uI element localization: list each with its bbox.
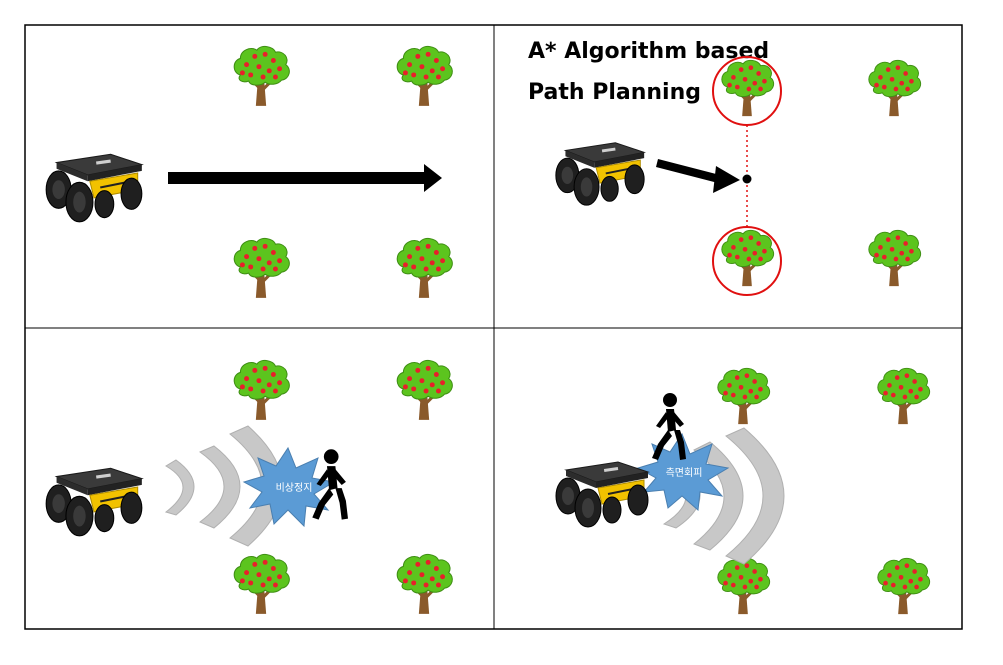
panel-top-right: A* Algorithm based Path Planning bbox=[528, 39, 923, 296]
panel-top-left bbox=[45, 44, 454, 300]
tree-icon bbox=[867, 228, 923, 288]
arrow-icon bbox=[656, 159, 740, 193]
sensor-wave-icon bbox=[662, 427, 785, 565]
tree-icon bbox=[232, 552, 291, 616]
target-point bbox=[742, 174, 752, 184]
robot-icon bbox=[45, 153, 143, 223]
tree-icon bbox=[716, 366, 772, 426]
tree-icon bbox=[395, 236, 454, 300]
tree-icon bbox=[720, 58, 776, 118]
caption-line1: A* Algorithm based bbox=[528, 39, 769, 64]
tree-icon bbox=[232, 358, 291, 422]
tree-icon bbox=[716, 556, 772, 616]
emergency-stop-label: 비상정지 bbox=[276, 482, 313, 494]
tree-icon bbox=[232, 236, 291, 300]
arrow-icon bbox=[168, 164, 442, 192]
caption-line2: Path Planning bbox=[528, 80, 701, 105]
tree-icon bbox=[395, 552, 454, 616]
panel-bottom-left: 비상정지 bbox=[45, 358, 454, 616]
tree-icon bbox=[720, 228, 776, 288]
panel-bottom-right: 측면회피 bbox=[555, 366, 932, 616]
tree-icon bbox=[395, 44, 454, 108]
tree-icon bbox=[395, 358, 454, 422]
tree-icon bbox=[867, 58, 923, 118]
burst-icon: 비상정지 bbox=[242, 446, 336, 528]
robot-icon bbox=[554, 141, 646, 207]
tree-icon bbox=[876, 556, 932, 616]
tree-icon bbox=[876, 366, 932, 426]
robot-icon bbox=[45, 467, 143, 537]
pedestrian-icon bbox=[652, 393, 686, 460]
robot-icon bbox=[555, 461, 649, 528]
side-avoidance-label: 측면회피 bbox=[666, 467, 703, 479]
tree-icon bbox=[232, 44, 291, 108]
sensor-wave-icon bbox=[164, 425, 283, 547]
